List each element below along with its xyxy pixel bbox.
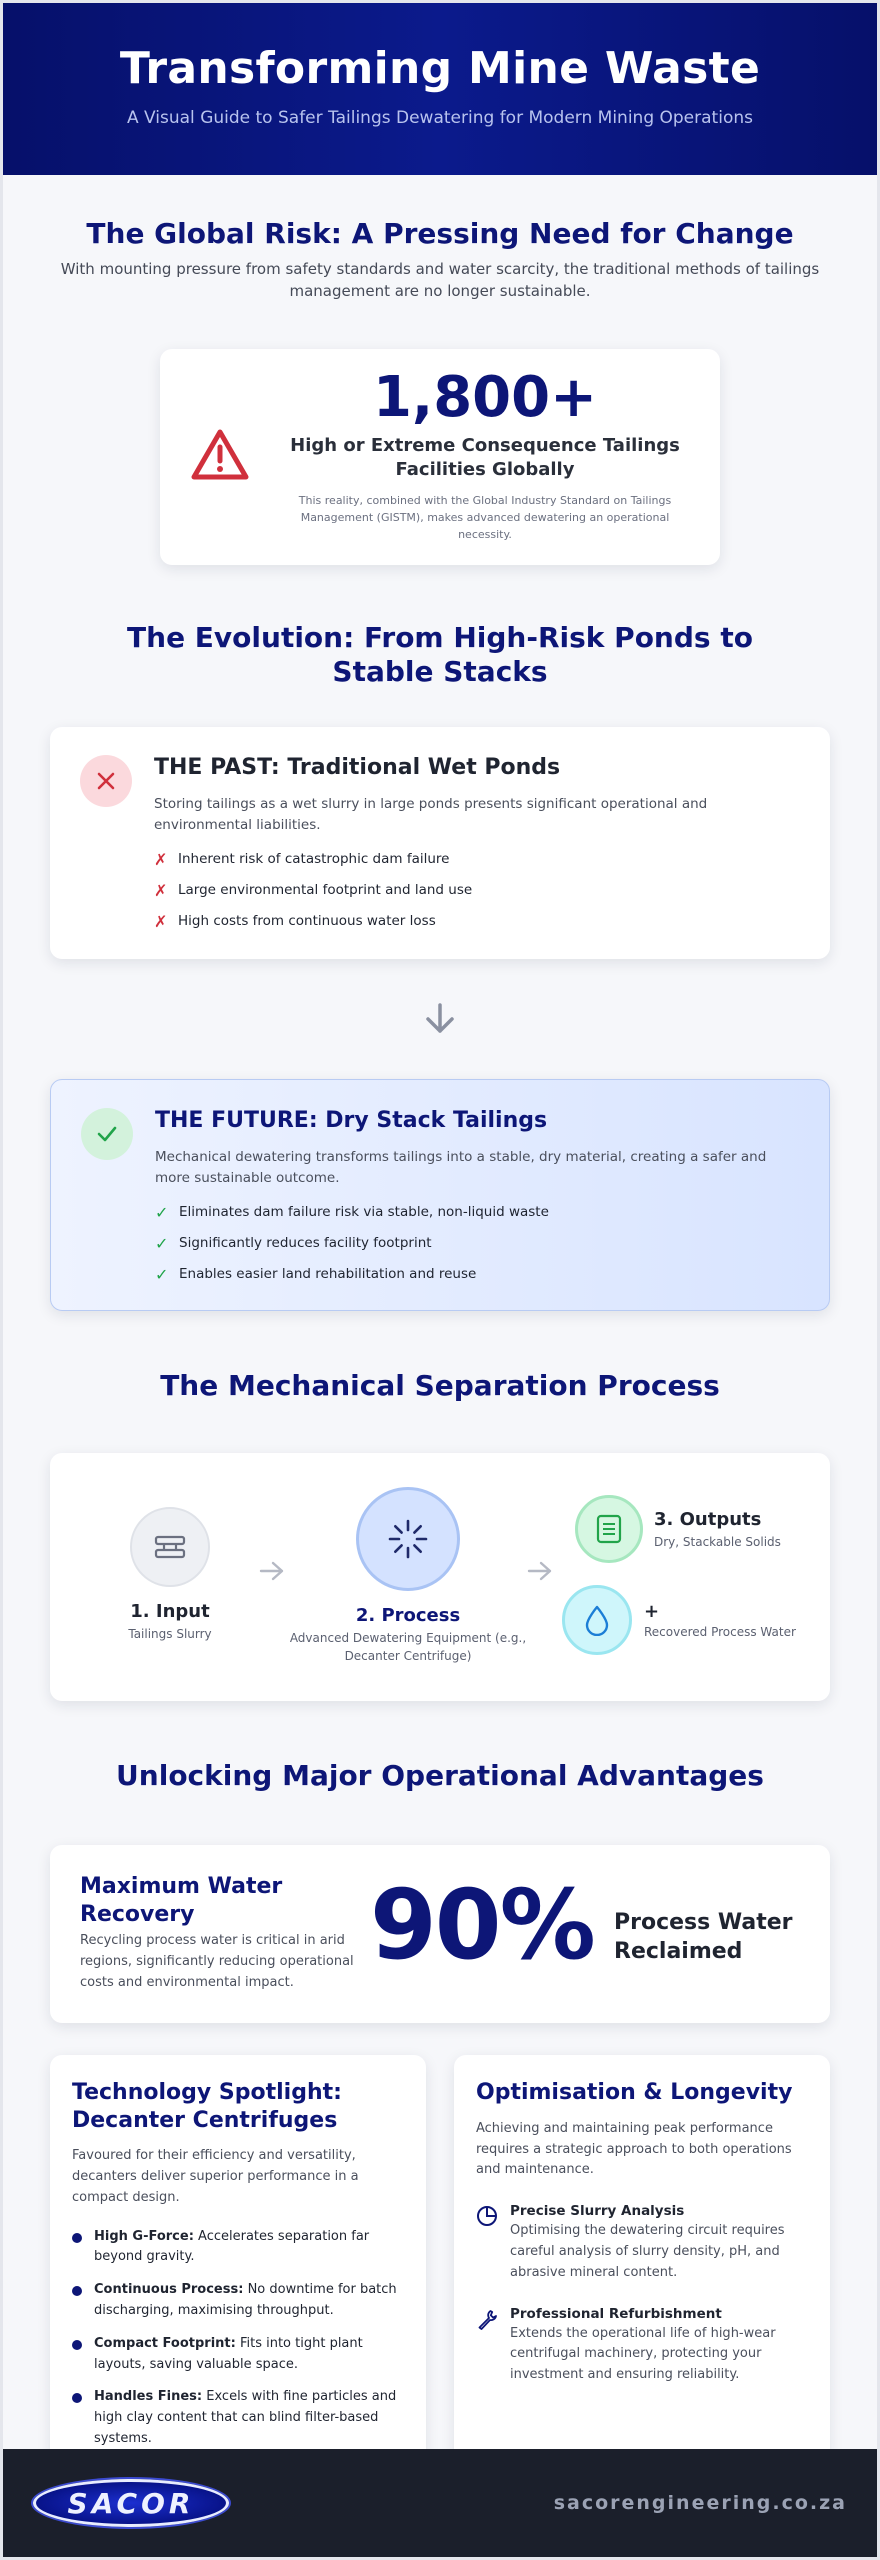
future-description: Mechanical dewatering transforms tailing… (155, 1148, 767, 1186)
website-link[interactable]: sacorengineering.co.za (553, 2492, 847, 2514)
past-heading: THE PAST: Traditional Wet Ponds (154, 754, 561, 780)
list-item: ✓Enables easier land rehabilitation and … (155, 1264, 477, 1284)
spinner-icon (356, 1487, 460, 1592)
list-item: ✗Large environmental footprint and land … (154, 880, 473, 900)
water-stat-number: 90% (370, 1869, 596, 1982)
risk-section-subtitle: With mounting pressure from safety stand… (60, 260, 820, 300)
risk-stat-card: 1,800+ High or Extreme Consequence Taili… (160, 348, 720, 565)
past-card: THE PAST: Traditional Wet Ponds Storing … (50, 726, 830, 959)
optimisation-description: Achieving and maintaining peak performan… (476, 2120, 792, 2178)
check-mark-icon: ✓ (155, 1202, 169, 1222)
optimisation-item-text: Optimising the dewatering circuit requir… (510, 2223, 785, 2280)
check-icon (81, 1107, 133, 1160)
outputs-sub: Dry, Stackable Solids (654, 1535, 781, 1550)
list-item: ✓Significantly reduces facility footprin… (155, 1233, 432, 1253)
bullet-dot-icon (72, 2286, 82, 2297)
cross-mark-icon: ✗ (154, 849, 168, 869)
future-heading: THE FUTURE: Dry Stack Tailings (155, 1107, 548, 1133)
spotlight-card: Technology Spotlight: Decanter Centrifug… (50, 2055, 426, 2462)
optimisation-item: Professional Refurbishment Extends the o… (476, 2306, 808, 2386)
past-description: Storing tailings as a wet slurry in larg… (154, 795, 708, 833)
evolution-section-title: The Evolution: From High-Risk Ponds to S… (127, 620, 753, 688)
list-item: Compact Footprint: Fits into tight plant… (72, 2334, 404, 2376)
pie-chart-icon (476, 2203, 510, 2283)
page-subtitle: A Visual Guide to Safer Tailings Dewater… (127, 108, 753, 128)
process-label: 2. Process (355, 1605, 461, 1627)
list-item: ✗Inherent risk of catastrophic dam failu… (154, 849, 450, 869)
warning-icon (190, 427, 250, 487)
bullet-dot-icon (72, 2393, 82, 2404)
optimisation-item-title: Precise Slurry Analysis (510, 2203, 685, 2220)
spotlight-description: Favoured for their efficiency and versat… (72, 2148, 359, 2205)
close-icon (80, 754, 132, 807)
water-stat-label: Process Water Reclaimed (614, 1910, 793, 1964)
check-mark-icon: ✓ (155, 1264, 169, 1284)
pipe-icon (130, 1507, 210, 1588)
process-sub: Advanced Dewatering Equipment (e.g., Dec… (289, 1631, 527, 1664)
outputs-label: 3. Outputs (654, 1509, 762, 1531)
process-section-title: The Mechanical Separation Process (160, 1368, 720, 1402)
list-item: Handles Fines: Excels with fine particle… (72, 2387, 404, 2449)
optimisation-item: Precise Slurry Analysis Optimising the d… (476, 2203, 808, 2283)
water-recovery-card: Maximum Water Recovery Recycling process… (50, 1845, 830, 2024)
wrench-icon (476, 2306, 510, 2386)
cross-mark-icon: ✗ (154, 880, 168, 900)
past-list: ✗Inherent risk of catastrophic dam failu… (154, 850, 800, 931)
footer: SACOR sacorengineering.co.za (3, 2449, 877, 2557)
advantages-section-title: Unlocking Major Operational Advantages (116, 1759, 764, 1793)
list-item: ✓Eliminates dam failure risk via stable,… (155, 1202, 549, 1222)
arrow-right-icon (258, 1559, 286, 1587)
advantages-columns: Technology Spotlight: Decanter Centrifug… (50, 2055, 830, 2462)
company-logo[interactable]: SACOR (33, 2479, 229, 2527)
page-title: Transforming Mine Waste (119, 43, 761, 94)
input-label: 1. Input (130, 1601, 210, 1623)
hero-header: Transforming Mine Waste A Visual Guide t… (3, 3, 877, 175)
risk-stat-note: This reality, combined with the Global I… (298, 494, 672, 542)
optimisation-item-text: Extends the operational life of high-wea… (510, 2325, 776, 2383)
bullet-dot-icon (72, 2339, 82, 2350)
list-item: ✗High costs from continuous water loss (154, 911, 436, 931)
risk-section-title: The Global Risk: A Pressing Need for Cha… (86, 217, 794, 250)
future-card: THE FUTURE: Dry Stack Tailings Mechanica… (50, 1078, 830, 1311)
risk-stat-number: 1,800+ (372, 364, 598, 430)
list-item: Continuous Process: No downtime for batc… (72, 2280, 404, 2322)
optimisation-item-title: Professional Refurbishment (510, 2305, 722, 2322)
input-sub: Tailings Slurry (128, 1627, 212, 1642)
spotlight-list: High G-Force: Accelerates separation far… (72, 2227, 404, 2450)
outputs-sub-water: Recovered Process Water (644, 1625, 796, 1640)
water-drop-icon (562, 1585, 632, 1656)
arrow-right-icon (526, 1559, 554, 1587)
outputs-plus: + (644, 1601, 660, 1623)
arrow-down-icon (3, 959, 877, 1079)
optimisation-heading: Optimisation & Longevity (476, 2080, 793, 2106)
logo-text: SACOR (67, 2486, 195, 2520)
process-card: 1. Input Tailings Slurry 2. Process Adva… (50, 1453, 830, 1702)
optimisation-card: Optimisation & Longevity Achieving and m… (454, 2055, 830, 2462)
cross-mark-icon: ✗ (154, 911, 168, 931)
list-item: High G-Force: Accelerates separation far… (72, 2227, 404, 2269)
water-heading: Maximum Water Recovery (80, 1874, 283, 1927)
bullet-dot-icon (72, 2232, 82, 2243)
check-mark-icon: ✓ (155, 1233, 169, 1253)
spotlight-heading: Technology Spotlight: Decanter Centrifug… (72, 2080, 342, 2133)
water-description: Recycling process water is critical in a… (80, 1933, 354, 1990)
document-icon (575, 1495, 643, 1564)
risk-stat-label: High or Extreme Consequence Tailings Fac… (290, 434, 680, 481)
future-list: ✓Eliminates dam failure risk via stable,… (155, 1203, 799, 1284)
